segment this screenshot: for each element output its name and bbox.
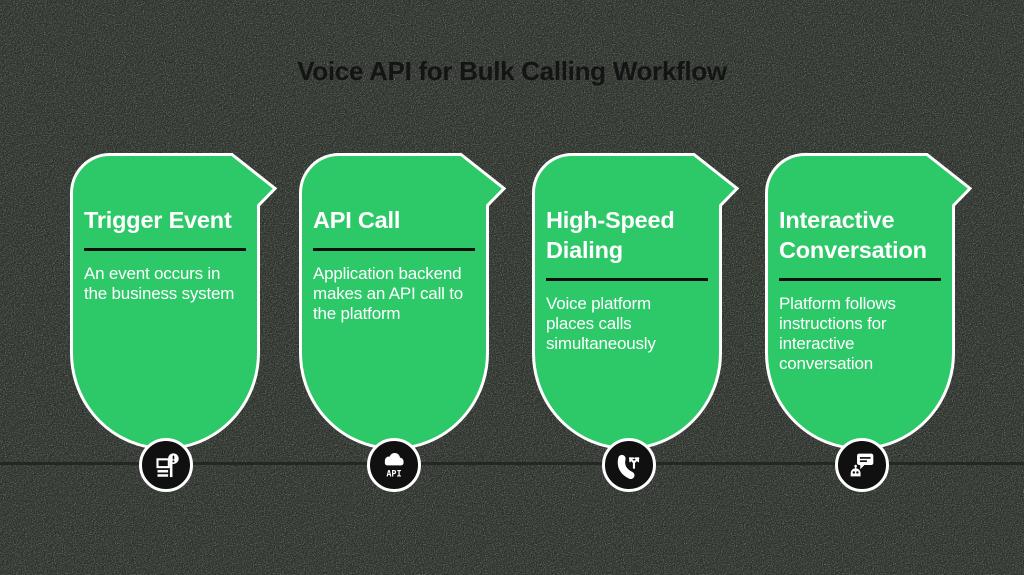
card-title: Trigger Event [84, 207, 232, 233]
icon-circle: API [367, 438, 421, 492]
icon-circle [835, 438, 889, 492]
icon-circle [602, 438, 656, 492]
card-description: Platform follows instructions for intera… [779, 294, 896, 373]
card-divider [313, 248, 475, 251]
page-title: Voice API for Bulk Calling Workflow [297, 56, 727, 86]
workflow-card-high-speed-dialing: High-Speed Dialing Voice platform places… [532, 153, 739, 450]
workflow-card-api-call: API Call Application backend makes an AP… [299, 153, 506, 450]
phone-split-icon [617, 454, 640, 479]
workflow-card-trigger-event: Trigger Event An event occurs in the bus… [70, 153, 277, 450]
card-title: High-Speed Dialing [546, 207, 675, 263]
event-alert-icon [156, 453, 179, 478]
cloud-api-icon: API [384, 452, 404, 479]
api-icon-label: API [386, 469, 401, 479]
card-divider [84, 248, 246, 251]
workflow-card-interactive-conversation: Interactive Conversation Platform follow… [765, 153, 972, 450]
card-title: Interactive Conversation [779, 207, 927, 263]
chat-bot-icon [850, 453, 874, 477]
card-divider [779, 278, 941, 281]
card-description: Voice platform places calls simultaneous… [546, 294, 656, 353]
card-description: An event occurs in the business system [84, 264, 235, 303]
icon-circle [139, 438, 193, 492]
card-divider [546, 278, 708, 281]
card-description: Application backend makes an API call to… [313, 264, 464, 323]
card-title: API Call [313, 207, 401, 233]
